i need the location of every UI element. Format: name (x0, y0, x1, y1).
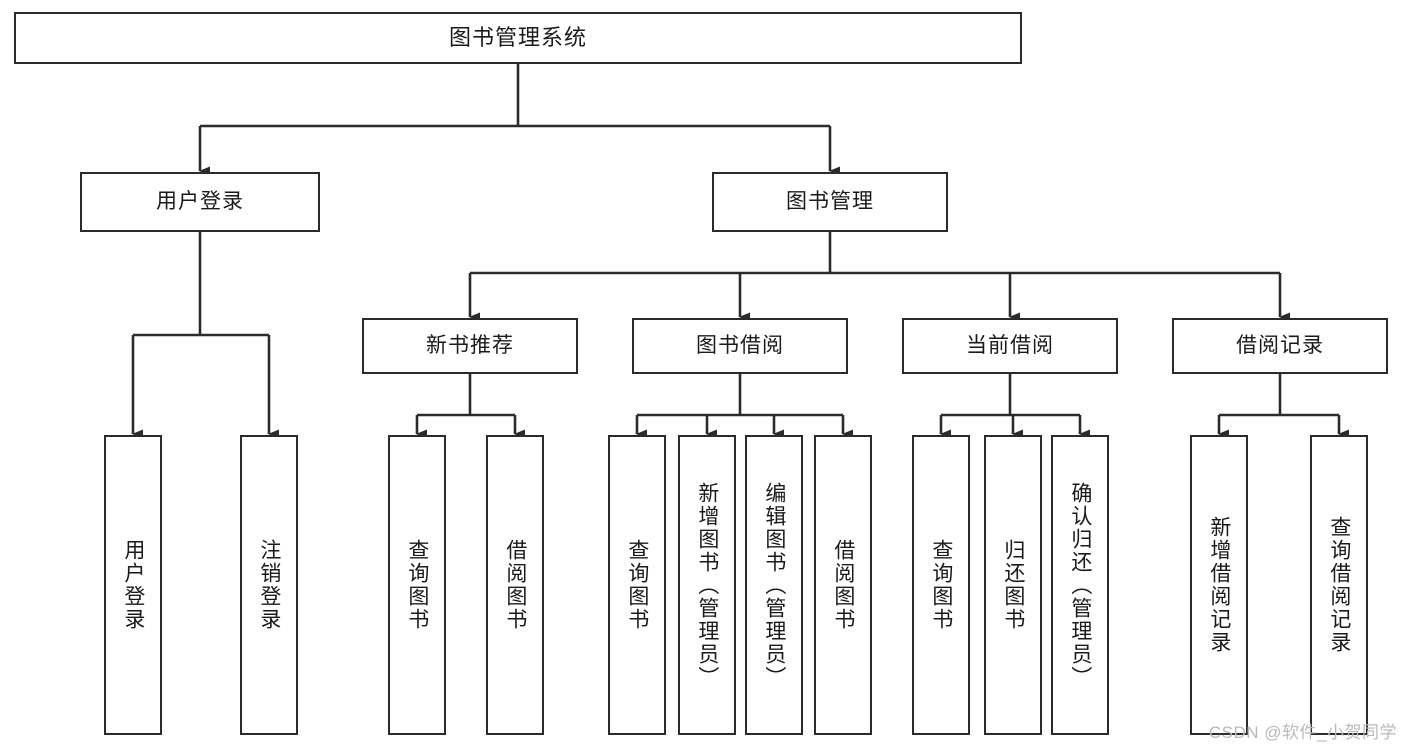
node-label: 注销登录 (257, 539, 281, 631)
node-label: 图书管理系统 (448, 24, 587, 50)
leaf-query-book-current[interactable]: 查询图书 (912, 435, 970, 735)
node-label: 查询图书 (929, 539, 953, 631)
leaf-confirm-return-admin[interactable]: 确认归还（管理员） (1051, 435, 1109, 735)
leaf-return-book[interactable]: 归还图书 (984, 435, 1042, 735)
node-book-management[interactable]: 图书管理 (712, 172, 948, 232)
node-label: 图书管理 (786, 190, 874, 214)
node-label: 借阅图书 (831, 539, 855, 631)
node-new-book-recommend[interactable]: 新书推荐 (362, 318, 578, 374)
node-label: 新增图书（管理员） (695, 481, 719, 689)
node-label: 当前借阅 (966, 334, 1054, 358)
leaf-add-borrow-record[interactable]: 新增借阅记录 (1190, 435, 1248, 735)
node-current-borrow[interactable]: 当前借阅 (902, 318, 1118, 374)
leaf-logout[interactable]: 注销登录 (240, 435, 298, 735)
node-label: 图书借阅 (696, 334, 784, 358)
node-label: 用户登录 (156, 190, 244, 214)
node-label: 借阅图书 (503, 539, 527, 631)
node-book-borrow[interactable]: 图书借阅 (632, 318, 848, 374)
node-label: 用户登录 (121, 539, 145, 631)
node-label: 新书推荐 (426, 334, 514, 358)
node-root[interactable]: 图书管理系统 (14, 12, 1022, 64)
leaf-add-book-admin[interactable]: 新增图书（管理员） (678, 435, 736, 735)
node-user-login[interactable]: 用户登录 (80, 172, 320, 232)
node-label: 归还图书 (1001, 539, 1025, 631)
leaf-query-book[interactable]: 查询图书 (608, 435, 666, 735)
leaf-query-borrow-record[interactable]: 查询借阅记录 (1310, 435, 1368, 735)
leaf-user-login[interactable]: 用户登录 (104, 435, 162, 735)
node-label: 查询图书 (625, 539, 649, 631)
node-label: 确认归还（管理员） (1068, 481, 1092, 689)
leaf-borrow-book-recommend[interactable]: 借阅图书 (486, 435, 544, 735)
node-label: 借阅记录 (1236, 334, 1324, 358)
node-label: 编辑图书（管理员） (762, 481, 786, 689)
node-borrow-record[interactable]: 借阅记录 (1172, 318, 1388, 374)
node-label: 查询图书 (405, 539, 429, 631)
node-label: 新增借阅记录 (1207, 516, 1231, 654)
leaf-query-book-recommend[interactable]: 查询图书 (388, 435, 446, 735)
leaf-borrow-book[interactable]: 借阅图书 (814, 435, 872, 735)
leaf-edit-book-admin[interactable]: 编辑图书（管理员） (745, 435, 803, 735)
node-label: 查询借阅记录 (1327, 516, 1351, 654)
watermark: CSDN @软件_小贺同学 (1208, 723, 1397, 742)
